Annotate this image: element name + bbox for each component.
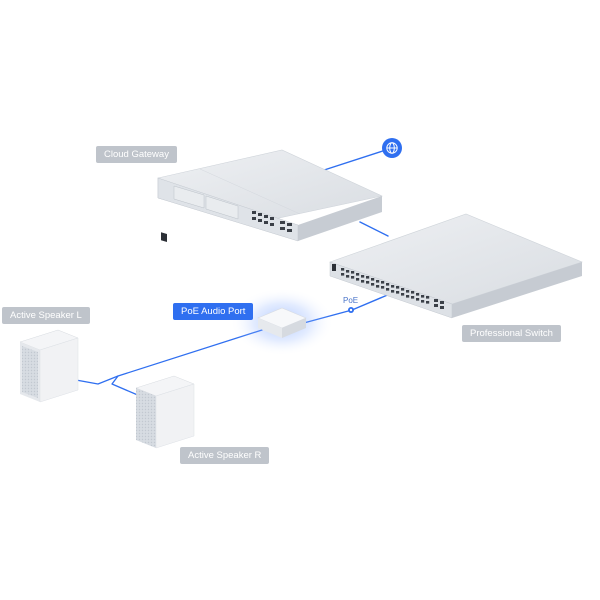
cloud-gateway-device[interactable] bbox=[157, 149, 383, 243]
link-gateway-switch bbox=[359, 221, 389, 237]
poe-audio-port-device[interactable] bbox=[257, 307, 307, 338]
active-speaker-r-device[interactable] bbox=[135, 375, 195, 449]
link-gateway-internet bbox=[317, 147, 393, 173]
active-speaker-l-device[interactable] bbox=[19, 329, 79, 403]
professional-switch-device[interactable] bbox=[329, 213, 583, 319]
poe-link-label: PoE bbox=[343, 296, 359, 305]
link-poe-speakers bbox=[75, 329, 263, 385]
active-speaker-l-label: Active Speaker L bbox=[2, 307, 90, 324]
active-speaker-r-label: Active Speaker R bbox=[180, 447, 270, 464]
globe-icon[interactable] bbox=[382, 138, 402, 158]
cloud-gateway-label: Cloud Gateway bbox=[96, 146, 177, 163]
poe-audio-port-label: PoE Audio Port bbox=[173, 303, 254, 320]
professional-switch-label: Professional Switch bbox=[462, 325, 561, 342]
link-branch-speaker-r bbox=[111, 375, 141, 397]
